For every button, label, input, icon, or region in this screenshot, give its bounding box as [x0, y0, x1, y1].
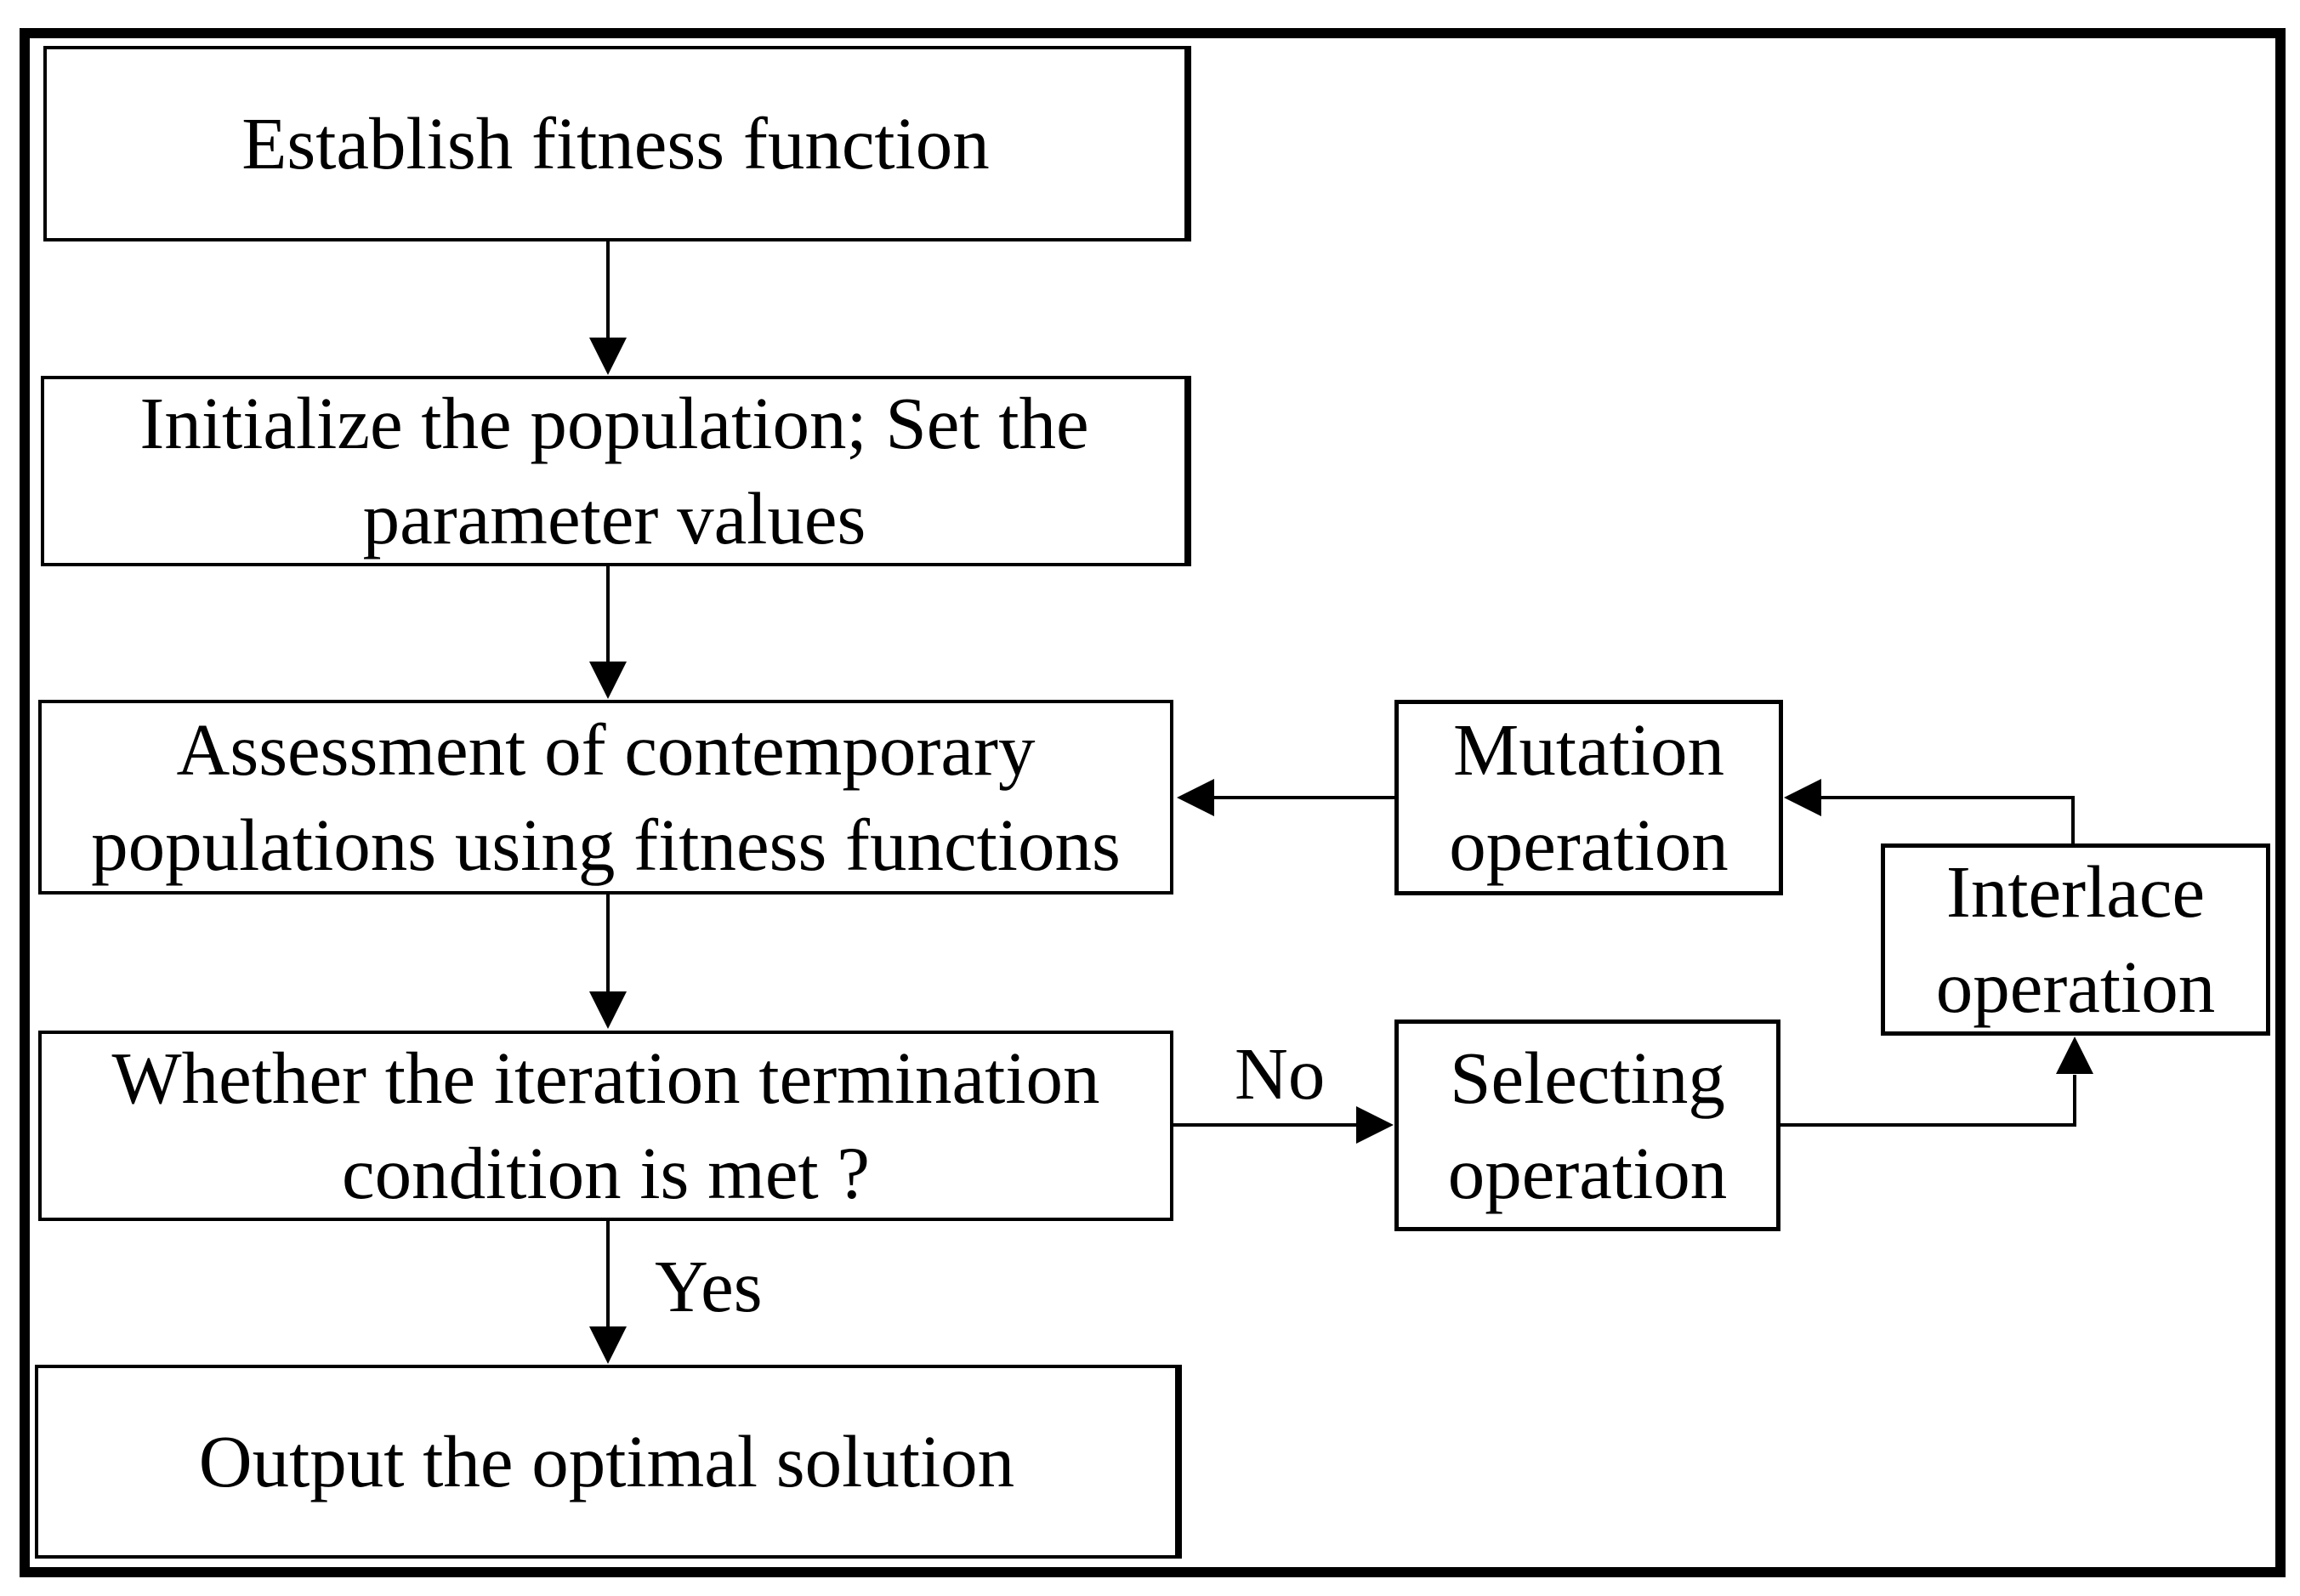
- node-mutation-operation: Mutation operation: [1394, 700, 1783, 895]
- arrow-initialize-to-assessment: [589, 566, 627, 699]
- outer-frame: [20, 28, 2286, 1577]
- node-selecting-operation: Selecting operation: [1394, 1020, 1780, 1231]
- node-termination-condition-decision: Whether the iteration termination condit…: [38, 1031, 1173, 1221]
- node-initialize-population: Initialize the population; Set the param…: [41, 376, 1191, 566]
- node-mutation-label: Mutation operation: [1449, 708, 1729, 886]
- arrow-selecting-to-interlace: [1780, 1037, 2093, 1127]
- node-output-label: Output the optimal solution: [198, 1420, 1015, 1502]
- node-initialize-label: Initialize the population; Set the param…: [139, 382, 1089, 559]
- arrow-establish-to-initialize: [589, 241, 627, 375]
- node-assessment-label: Assessment of contemporary populations u…: [91, 707, 1121, 886]
- node-assessment-populations: Assessment of contemporary populations u…: [38, 700, 1173, 895]
- arrow-decision-to-output-yes: [589, 1221, 627, 1364]
- node-interlace-operation: Interlace operation: [1881, 843, 2270, 1036]
- node-establish-label: Establish fitness function: [241, 102, 990, 185]
- edge-label-no: No: [1235, 1032, 1326, 1115]
- node-decision-label: Whether the iteration termination condit…: [111, 1037, 1100, 1214]
- edge-label-yes: Yes: [655, 1245, 763, 1327]
- arrow-interlace-to-mutation: [1784, 779, 2075, 843]
- arrow-mutation-to-assessment: [1177, 779, 1394, 816]
- node-output-optimal-solution: Output the optimal solution: [35, 1365, 1182, 1559]
- node-interlace-label: Interlace operation: [1935, 850, 2216, 1028]
- arrow-decision-to-selecting-no: [1173, 1106, 1394, 1144]
- node-establish-fitness-function: Establish fitness function: [43, 46, 1191, 241]
- node-selecting-label: Selecting operation: [1447, 1036, 1728, 1214]
- arrow-assessment-to-decision: [589, 895, 627, 1029]
